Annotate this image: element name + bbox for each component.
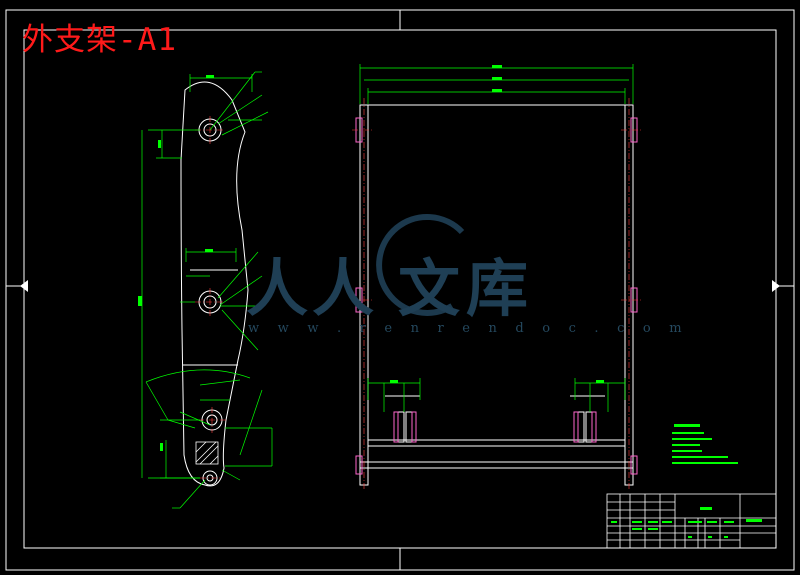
hatch-section xyxy=(195,441,219,465)
watermark-url: w w w . r e n r e n d o c . c o m xyxy=(248,321,689,336)
watermark-logo-icon xyxy=(376,213,465,316)
left-post-b xyxy=(405,411,413,443)
technical-notes xyxy=(672,424,738,464)
arm-outline xyxy=(180,81,249,487)
right-post-b xyxy=(585,411,593,443)
watermark-char-3: 文 xyxy=(398,252,461,325)
title-block-text xyxy=(611,507,762,538)
support-arm-side-view xyxy=(180,81,249,487)
watermark-char-4: 库 xyxy=(466,252,529,325)
watermark-char-2: 人 xyxy=(312,252,375,325)
left-post-a xyxy=(397,411,405,443)
frame-dimensions xyxy=(359,64,634,412)
left-dimensions xyxy=(138,71,273,509)
frame-centerlines xyxy=(352,98,641,490)
watermark-char-1: 人 xyxy=(246,252,309,325)
frame-front-view xyxy=(359,104,634,486)
centerlines xyxy=(195,116,226,479)
right-post-a xyxy=(577,411,585,443)
title-block xyxy=(606,493,777,549)
drawing-title: 外支架-A1 xyxy=(22,22,177,58)
centering-marks xyxy=(20,280,780,292)
